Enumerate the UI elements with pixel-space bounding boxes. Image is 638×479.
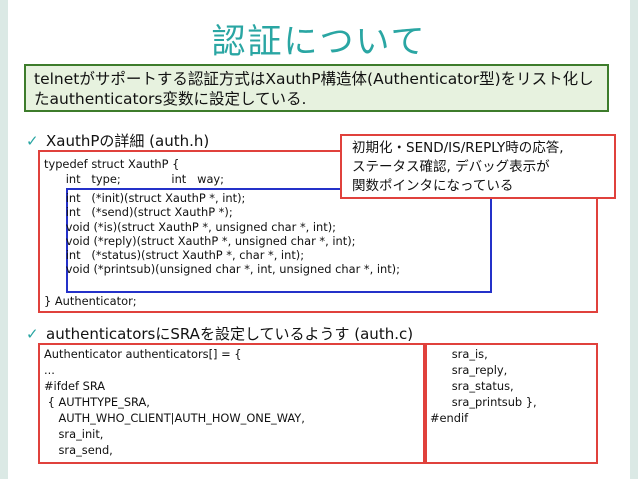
code-authenticators-right-line: sra_printsub },: [430, 395, 537, 409]
code-block-xauthp: [38, 150, 598, 313]
code-function-pointers-box: [66, 188, 492, 293]
bullet-authenticators-text: authenticatorsにSRAを設定しているようす (auth.c): [46, 325, 414, 343]
check-icon: ✓: [26, 132, 39, 150]
right-decor-bar: [630, 0, 638, 479]
code-xauthp-row1: int type; int way;: [44, 172, 224, 186]
code-authenticators-right-line: sra_is,: [430, 347, 488, 361]
code-authenticators-left-line: AUTH_WHO_CLIENT|AUTH_HOW_ONE_WAY,: [44, 411, 305, 425]
summary-box: telnetがサポートする認証方式はXauthP構造体(Authenticato…: [24, 64, 609, 112]
code-authenticators-left-line: sra_send,: [44, 443, 113, 457]
code-block-authenticators-left: [38, 343, 425, 464]
code-authenticators-left-line: #ifdef SRA: [44, 379, 106, 393]
code-function-pointer-line: void (*is)(struct XauthP *, unsigned cha…: [44, 219, 337, 234]
bullet-xauthp: ✓ XauthPの詳細 (auth.h): [26, 130, 209, 151]
code-xauthp-head: typedef struct XauthP {: [44, 157, 180, 171]
callout-line: ステータス確認, デバッグ表示が: [352, 159, 550, 175]
code-xauthp-tail: } Authenticator;: [44, 294, 137, 308]
bullet-authenticators: ✓ authenticatorsにSRAを設定しているようす (auth.c): [26, 323, 413, 344]
code-function-pointer-line: int (*status)(struct XauthP *, char *, i…: [44, 248, 305, 263]
code-function-pointer-line: void (*printsub)(unsigned char *, int, u…: [44, 262, 400, 277]
code-authenticators-right: sra_is, sra_reply, sra_status, sra_print…: [430, 346, 537, 426]
slide-title: 認証について: [211, 22, 427, 62]
check-icon: ✓: [26, 325, 39, 343]
bullet-xauthp-text: XauthPの詳細 (auth.h): [46, 132, 210, 150]
code-function-pointer-line: int (*init)(struct XauthP *, int);: [44, 191, 246, 205]
code-authenticators-right-line: #endif: [430, 411, 469, 425]
code-authenticators-left-line: Authenticator authenticators[] = {: [44, 347, 242, 361]
code-authenticators-left-line: ...: [44, 363, 55, 377]
code-function-pointer-line: void (*reply)(struct XauthP *, unsigned …: [44, 233, 356, 248]
code-authenticators-left: Authenticator authenticators[] = {... #if…: [44, 346, 305, 458]
code-authenticators-left-line: { AUTHTYPE_SRA,: [44, 395, 150, 409]
code-function-pointer-line: int (*send)(struct XauthP *);: [44, 205, 233, 220]
code-function-pointers: int (*init)(struct XauthP *, int); int (…: [44, 191, 400, 277]
code-authenticators-left-line: sra_init,: [44, 427, 104, 441]
left-decor-bar: [0, 0, 8, 479]
callout-line: 初期化・SEND/IS/REPLY時の応答,: [352, 140, 564, 156]
code-authenticators-right-line: sra_reply,: [430, 363, 508, 377]
callout-note: 初期化・SEND/IS/REPLY時の応答, ステータス確認, デバッグ表示が関数…: [340, 134, 616, 199]
code-authenticators-right-line: sra_status,: [430, 379, 514, 393]
callout-line: 関数ポインタになっている: [352, 178, 514, 194]
code-block-authenticators-right: [425, 343, 598, 464]
